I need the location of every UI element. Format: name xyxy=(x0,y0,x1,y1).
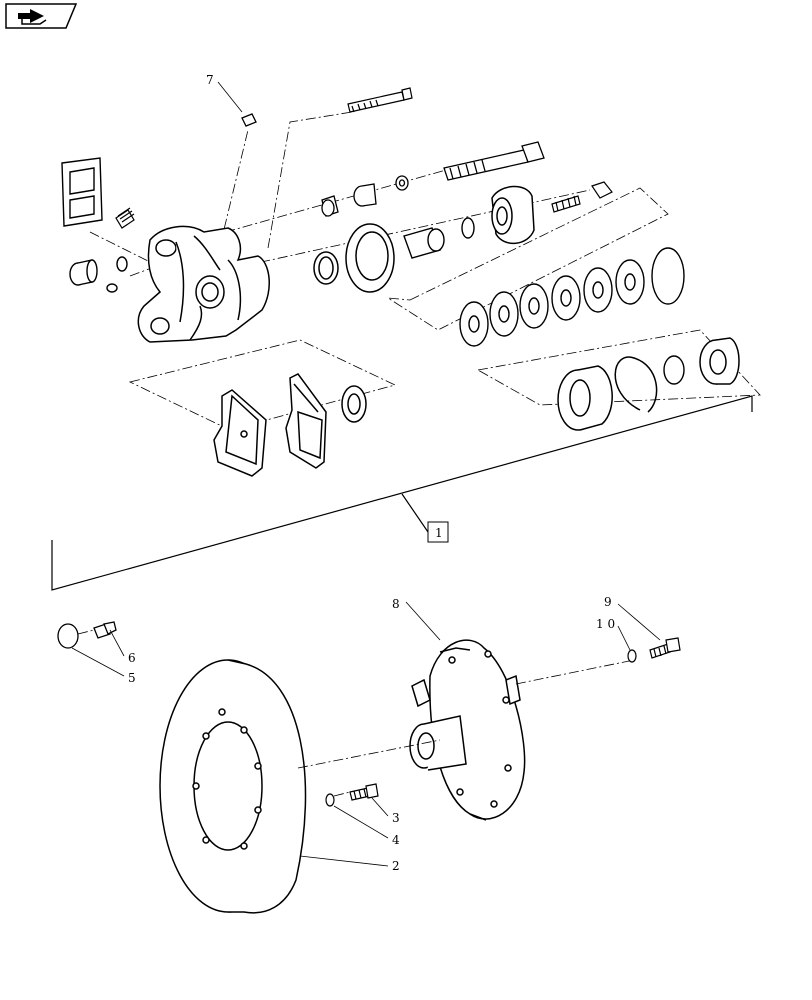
callout-5-number: 5 xyxy=(128,671,136,685)
assembly-bracket xyxy=(51,395,753,591)
o-ring-lower xyxy=(663,355,685,385)
bleeder-screw xyxy=(115,207,135,229)
callout-10-number: 1 0 xyxy=(596,617,615,631)
mounting-plate xyxy=(61,157,103,227)
centerlines-lower xyxy=(77,629,635,797)
guide-bolt xyxy=(443,141,545,181)
plug-and-screw xyxy=(57,621,117,649)
back-arrow-icon xyxy=(18,9,47,25)
grease-fitting xyxy=(241,113,257,127)
hub xyxy=(409,639,526,821)
disc-spring-stack xyxy=(459,247,685,347)
callout-2: 2 xyxy=(299,855,400,873)
callout-9: 9 xyxy=(604,595,661,641)
piston-boot xyxy=(313,223,395,293)
brake-pad-left xyxy=(213,389,267,477)
callout-4-number: 4 xyxy=(392,833,400,847)
callout-6: 6 xyxy=(109,629,136,665)
callout-7: 7 xyxy=(206,73,243,113)
callout-8-number: 8 xyxy=(392,597,400,611)
fitting xyxy=(69,256,128,293)
callout-3-number: 3 xyxy=(392,811,400,825)
callout-1-number: 1 xyxy=(435,526,443,540)
sleeve xyxy=(403,217,475,259)
piston xyxy=(491,185,535,244)
hub-bolt xyxy=(627,637,681,663)
callout-6-number: 6 xyxy=(128,651,136,665)
callout-1: 1 xyxy=(427,521,449,543)
caliper-body xyxy=(137,225,270,343)
disc-screw xyxy=(325,783,379,807)
callout-8: 8 xyxy=(392,597,441,641)
bushing-set xyxy=(321,175,409,217)
callout-2-number: 2 xyxy=(392,859,400,873)
callout-9-number: 9 xyxy=(604,595,612,609)
callout-4: 4 xyxy=(333,805,400,847)
long-bolt-upper xyxy=(347,87,413,113)
adjuster-nut xyxy=(699,337,740,385)
nav-back-button[interactable] xyxy=(5,3,78,29)
callout-7-number: 7 xyxy=(206,73,214,87)
brake-pad-right xyxy=(285,373,327,469)
piston-seal xyxy=(341,385,367,423)
snap-ring xyxy=(614,356,658,413)
adjuster xyxy=(551,181,613,213)
callout-10: 1 0 xyxy=(596,617,631,651)
spring-piston xyxy=(557,365,613,431)
callout-5: 5 xyxy=(71,647,136,685)
callout-3: 3 xyxy=(371,797,400,825)
brake-disc xyxy=(159,659,307,914)
